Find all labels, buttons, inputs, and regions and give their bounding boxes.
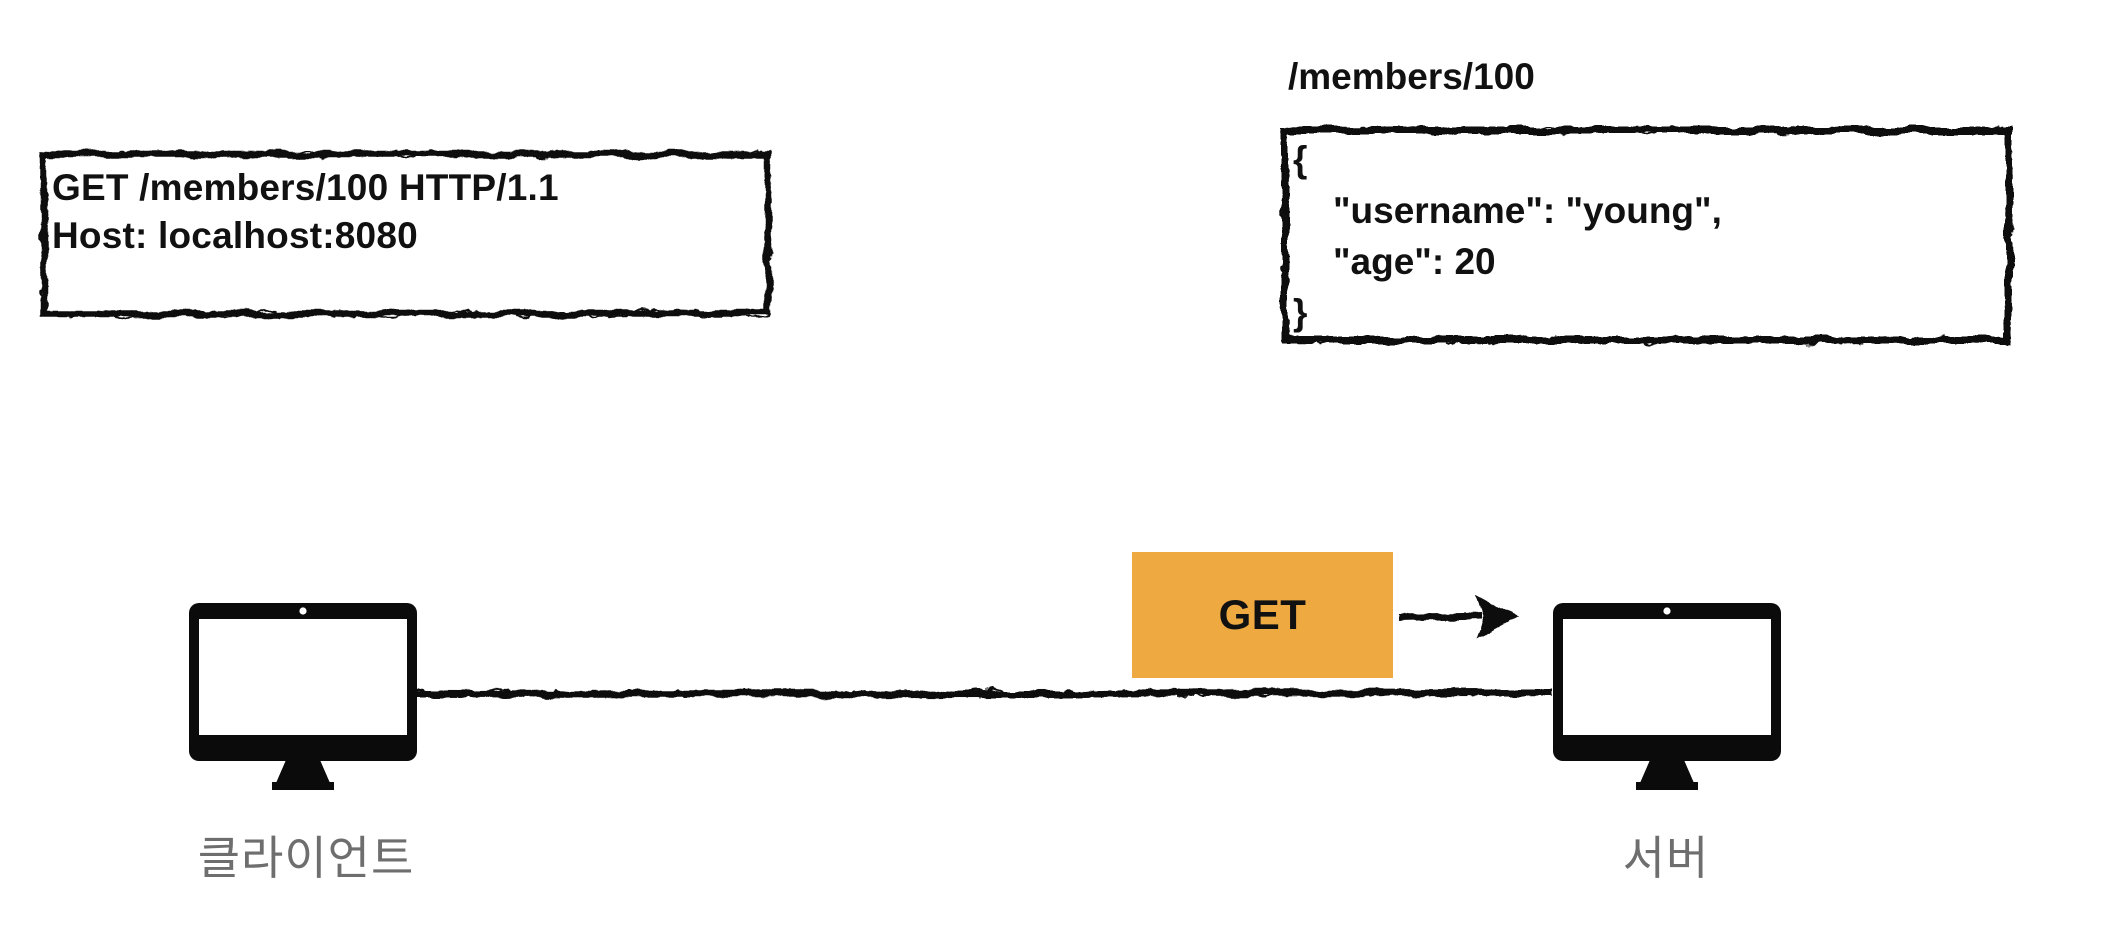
monitor-glyph xyxy=(1553,603,1781,790)
server-label: 서버 xyxy=(1622,832,1710,884)
response-path-label: /members/100 xyxy=(1288,56,1535,97)
client-monitor-icon xyxy=(188,602,418,790)
sketch-border xyxy=(40,150,772,318)
server-monitor-icon xyxy=(1552,602,1782,790)
json-field-age: "age": 20 xyxy=(1333,241,1496,282)
json-open-brace: { xyxy=(1293,139,1308,180)
json-field-username: "username": "young", xyxy=(1333,190,1722,231)
request-arrow-icon xyxy=(1398,594,1518,640)
http-request-box: GET /members/100 HTTP/1.1 Host: localhos… xyxy=(38,148,774,320)
request-line-host: Host: localhost:8080 xyxy=(52,215,418,256)
connection-line xyxy=(415,689,1555,698)
client-label: 클라이언트 xyxy=(197,832,415,884)
get-method-badge: GET xyxy=(1132,552,1393,678)
json-close-brace: } xyxy=(1293,292,1308,333)
request-line-method: GET /members/100 HTTP/1.1 xyxy=(52,167,559,208)
sketch-border xyxy=(1281,126,2013,344)
monitor-glyph xyxy=(189,603,417,790)
http-response-box: { "username": "young", "age": 20 } xyxy=(1279,124,2015,346)
